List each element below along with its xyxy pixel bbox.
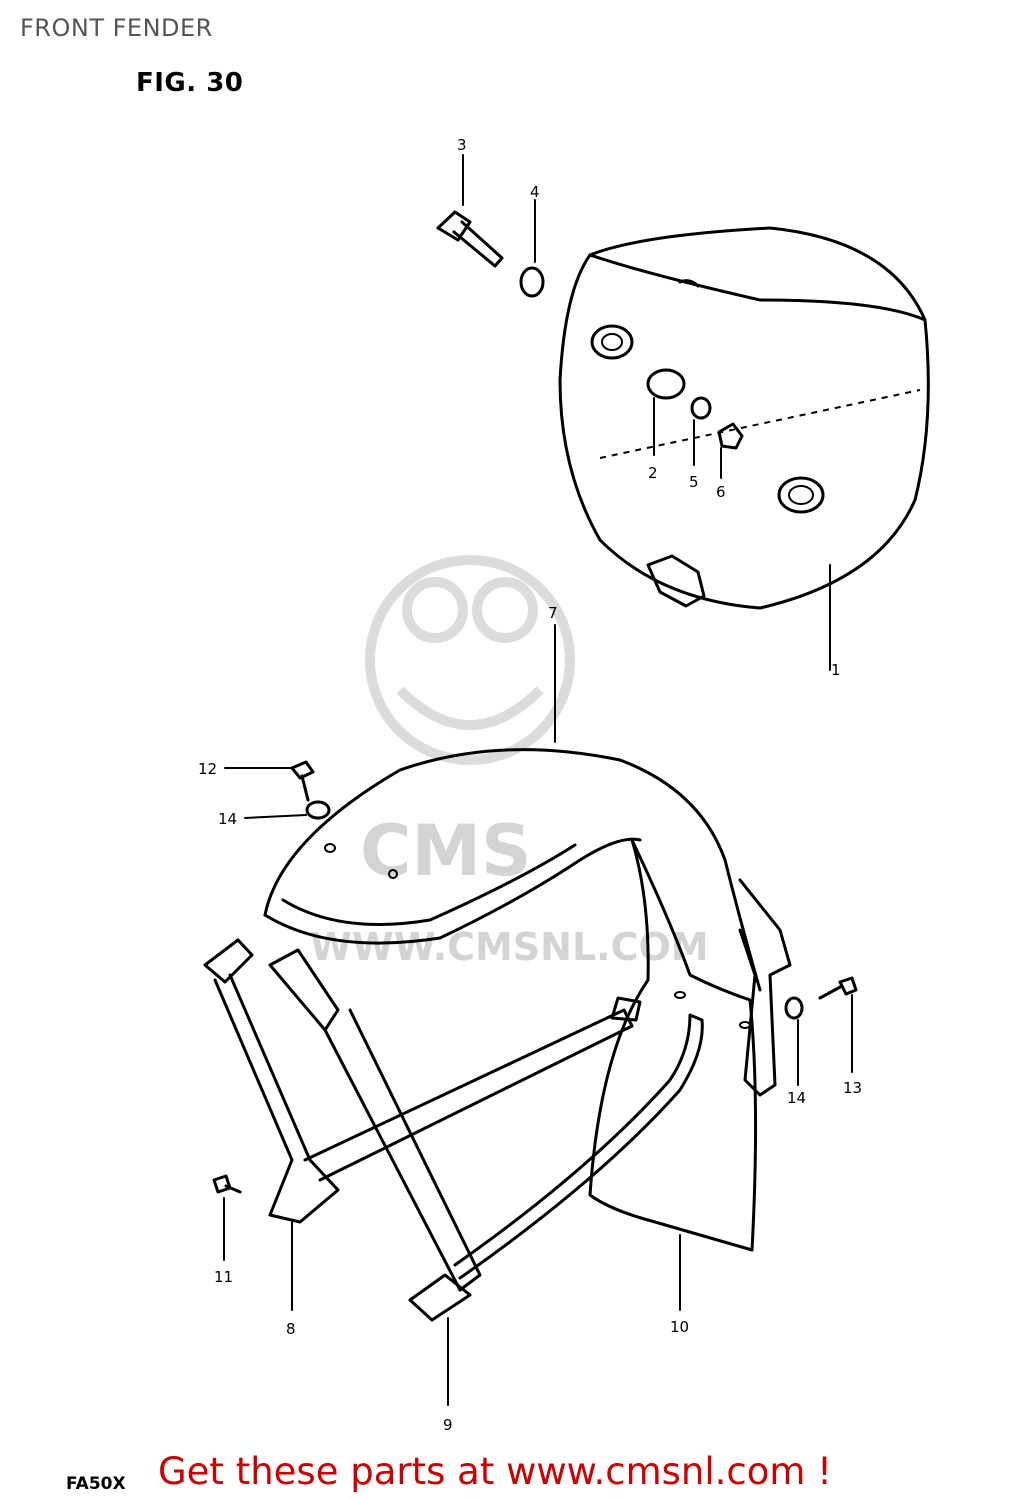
watermark-url: WWW.CMSNL.COM	[310, 925, 709, 969]
headlamp-housing	[558, 226, 930, 610]
callout-13: 13	[843, 1079, 862, 1097]
mud-flap	[588, 838, 758, 1252]
watermark: CMS WWW.CMSNL.COM	[310, 555, 709, 969]
callout-1: 1	[831, 661, 841, 679]
callout-12: 12	[198, 760, 217, 778]
washer-4	[519, 266, 545, 298]
figure-label: FIG. 30	[136, 68, 244, 98]
cmsnl-link[interactable]: Get these parts at www.cmsnl.com !	[158, 1450, 833, 1493]
callout-10: 10	[670, 1318, 689, 1336]
model-code: FA50X	[66, 1474, 126, 1494]
callout-4: 4	[530, 183, 540, 201]
watermark-brand: CMS	[360, 810, 531, 892]
screw-12	[290, 760, 315, 802]
callout-14-left: 14	[218, 810, 237, 828]
callout-11: 11	[214, 1268, 233, 1286]
callout-labels: 1 2 3 4 5 6 7 8 9 10 11 12 13 14 14	[198, 136, 862, 1434]
leader-lines	[223, 154, 853, 1406]
fender-stay-13	[738, 878, 792, 1097]
callout-3: 3	[457, 136, 467, 154]
washer-14-left	[305, 800, 331, 820]
front-fender	[263, 748, 762, 1029]
callout-2: 2	[648, 464, 658, 482]
callout-5: 5	[689, 473, 699, 491]
callout-8: 8	[286, 1320, 296, 1338]
screw-13	[818, 976, 858, 1000]
screw-11	[212, 1174, 242, 1194]
bolt-3	[436, 210, 504, 268]
washer-14-right	[784, 996, 804, 1020]
fender-stay-8	[203, 938, 642, 1224]
fender-stay-9	[268, 948, 704, 1322]
callout-6: 6	[716, 483, 726, 501]
callout-14-right: 14	[787, 1089, 806, 1107]
callout-7: 7	[548, 604, 558, 622]
page-title: FRONT FENDER	[20, 14, 213, 42]
callout-9: 9	[443, 1416, 453, 1434]
